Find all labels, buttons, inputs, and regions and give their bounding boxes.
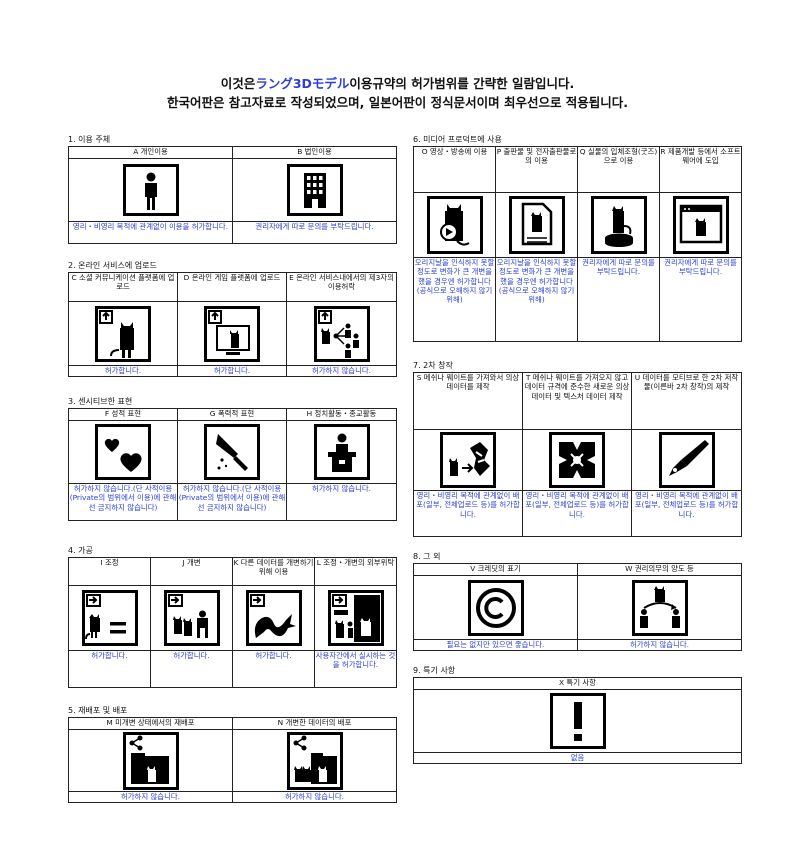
building-icon (286, 164, 343, 216)
section-title: 1. 이용 주체 (68, 135, 111, 144)
item-label: P 출판물 및 전자출판물로의 이용 (495, 146, 578, 193)
podium-icon (313, 424, 370, 480)
item-label: Q 실물의 입체조형(굿즈)으로 이용 (577, 146, 660, 193)
item-label: F 성적 표현 (68, 408, 178, 421)
item-label: B 법인이용 (232, 146, 397, 159)
hearts-icon (95, 424, 151, 480)
item-result: 허가합니다. (177, 365, 287, 377)
item-result: 허가합니다. (68, 365, 178, 377)
item-result: 허가하지 않습니다. (232, 791, 397, 803)
item-label: R 제품개발 등에서 소프트웨어에 도입 (659, 146, 742, 193)
item-label: N 개변한 데이터의 배포 (232, 717, 397, 730)
item-label: G 폭력적 표현 (177, 408, 287, 421)
section-title: 2. 온라인 서비스에 업로드 (68, 261, 157, 270)
item-label: X 특기 사항 (413, 677, 742, 690)
item-result: 허가합니다. (232, 650, 315, 688)
item-result: 허가하지 않습니다. (286, 365, 397, 377)
item-label: L 조정・개변의 외부위탁 (314, 557, 397, 586)
item-result: 권리자에게 따로 문의를 부탁드립니다. (232, 221, 397, 244)
modify-icon (163, 590, 220, 646)
item-label: T 메쉬나 웨이트를 가져오지 않고 데이터 규격에 준수한 새로운 의상 데이… (522, 372, 632, 430)
section-title: 7. 2차 창작 (413, 361, 453, 370)
item-result: 영리・비영리 목적에 관계없이 배포(일부, 전체업로드 등)를 허가합니다. (413, 490, 523, 537)
item-label: W 권리의무의 양도 등 (577, 563, 742, 576)
item-label: O 영상・방송에 이용 (413, 146, 496, 193)
title-line-2: 한국어판은 참고자료로 작성되었으며, 일본어판이 정식문서이며 최우선으로 적… (166, 95, 629, 110)
section-title: 9. 특기 사항 (413, 666, 456, 675)
share-users-icon (313, 305, 370, 362)
title-pre: 이것은 (220, 76, 256, 91)
tail-icon (245, 590, 302, 646)
section-title: 3. 센시티브한 표현 (68, 397, 133, 406)
item-result: 허가하지 않습니다.(단 사적이용(Private의 범위에서 이용)에 관해선… (177, 483, 287, 521)
figure-icon (590, 196, 647, 254)
item-label: C 소셜 커뮤니케이션 플랫폼에 업로드 (68, 272, 178, 302)
person-icon (122, 164, 179, 216)
video-icon (426, 196, 483, 254)
item-label: I 조정 (68, 557, 151, 586)
item-result: 권리자에게 따로 문의를 부탁드립니다. (577, 257, 660, 342)
item-result: 권리자에게 따로 문의를 부탁드립니다. (659, 257, 742, 342)
item-result: 허가하지 않습니다. (577, 639, 742, 651)
outsource-icon (327, 590, 384, 646)
item-result: 허가하지 않습니다. (286, 483, 397, 521)
item-result: 영리・비영리 목적에 관계없이 배포(일부, 전체업로드 등)를 허가합니다. (522, 490, 632, 537)
distribute-modified-icon (286, 731, 343, 790)
item-label: K 다른 데이터를 개변하기 위해 이용 (232, 557, 315, 586)
software-icon (672, 196, 729, 254)
section-special-notes: 9. 특기 사항 X 특기 사항 없음 (413, 666, 742, 764)
item-result: 오리지날을 인식하지 못할 정도로 변화가 큰 개변을 했을 경우엔 허가합니다… (413, 257, 496, 342)
redistribute-icon (122, 731, 179, 790)
adjust-icon (81, 590, 138, 646)
item-result: 영리・비영리 목적에 관계없이 배포(일부, 전체업로드 등)를 허가합니다. (631, 490, 742, 537)
brand-name: ラング3Dモデル (255, 76, 350, 91)
upload-monitor-icon (204, 305, 260, 362)
clothing-icon (440, 432, 496, 488)
texture-icon (549, 432, 605, 488)
item-result: 허가합니다. (68, 650, 151, 688)
item-result: 허가하지 않습니다.(단 사적이용(Private의 범위에서 이용)에 관해선… (68, 483, 178, 521)
section-title: 8. 그 외 (413, 552, 441, 561)
copyright-icon (467, 579, 524, 636)
section-title: 6. 미디어 프로덕트에 사용 (413, 135, 502, 144)
exclamation-icon (549, 693, 606, 749)
upload-avatar-icon (95, 305, 151, 362)
section-title: 4. 가공 (68, 546, 93, 555)
item-result: 없음 (413, 752, 742, 764)
item-label: D 온라인 게임 플랫폼에 업로드 (177, 272, 287, 302)
item-label: E 온라인 서비스내에서의 제3자의 이용허락 (286, 272, 397, 302)
item-label: S 메쉬나 웨이트를 가져와서 의상 데이터를 제작 (413, 372, 523, 430)
title-post: 이용규약의 허가범위를 간략한 일람입니다. (349, 76, 575, 91)
pen-icon (658, 432, 715, 488)
item-result: 사용자간에서 실시하는 것을 허가합니다. (314, 650, 397, 688)
document-icon (508, 196, 565, 254)
item-label: J 개변 (150, 557, 233, 586)
item-result: 오리지날을 인식하지 못할 정도로 변화가 큰 개변을 했을 경우엔 허가합니다… (495, 257, 578, 342)
knife-icon (204, 424, 260, 480)
item-label: M 미개변 상태에서의 재배포 (68, 717, 233, 730)
item-result: 필요는 없지만 있으면 좋습니다. (413, 639, 578, 651)
item-label: H 정치활동・종교활동 (286, 408, 397, 421)
title-line-1: 이것은ラング3Dモデル이용규약의 허가범위를 간략한 일람입니다. (0, 74, 795, 93)
item-result: 허가합니다. (150, 650, 233, 688)
item-result: 허가하지 않습니다. (68, 791, 233, 803)
item-label: A 개인이용 (68, 146, 233, 159)
section-title: 5. 재배포 및 배포 (68, 706, 128, 715)
item-label: U 데이터를 모티브로 한 2차 저작물(이른바 2차 창작)의 제작 (631, 372, 742, 430)
transfer-icon (631, 579, 688, 636)
page-title: 이것은ラング3Dモデル이용규약의 허가범위를 간략한 일람입니다. 한국어판은 … (0, 74, 795, 112)
item-label: V 크레딧의 표기 (413, 563, 578, 576)
item-result: 영리・비영리 목적에 관계없이 이용을 허가합니다. (68, 221, 233, 244)
